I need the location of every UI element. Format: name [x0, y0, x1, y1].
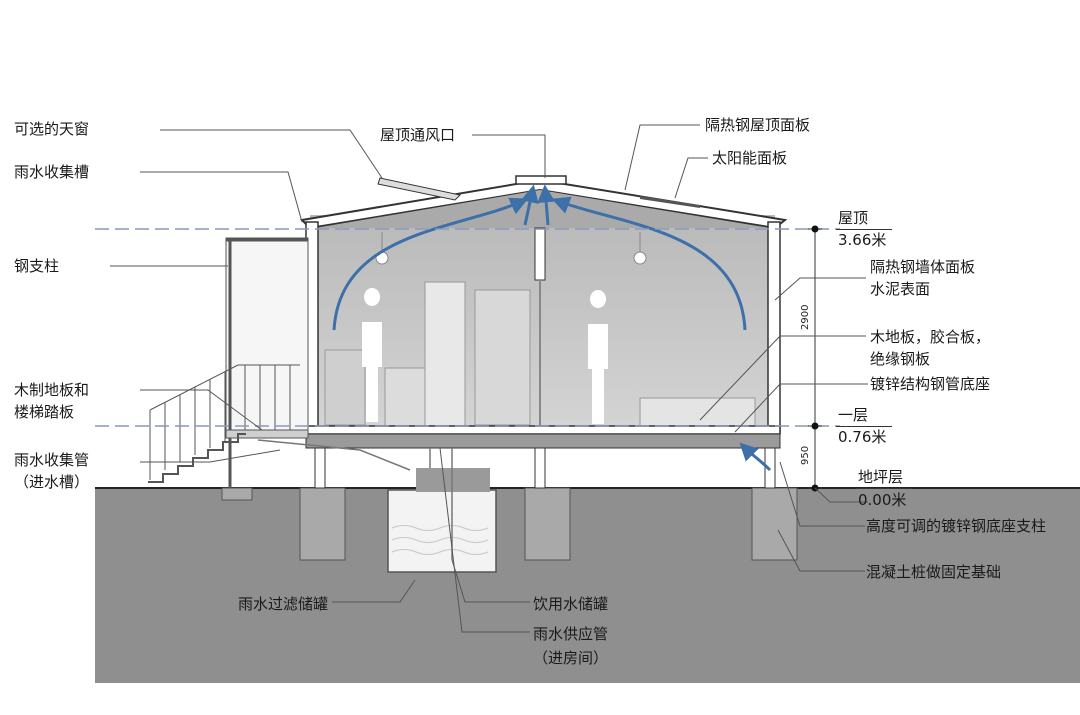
level-floor-value: 0.76米: [838, 428, 887, 446]
label-floor-layers-2: 绝缘钢板: [870, 350, 931, 368]
right-wall: [767, 221, 781, 433]
label-wall-panel-1: 隔热钢墙体面板: [870, 258, 976, 276]
label-wood-floor-2: 楼梯踏板: [14, 403, 75, 421]
floor-slab: [305, 425, 781, 435]
label-adjust-post: 高度可调的镀锌钢底座支柱: [866, 517, 1047, 535]
label-solar-panel: 太阳能面板: [712, 149, 788, 167]
label-supply-pipe-2: （进房间）: [533, 649, 609, 667]
level-roof-name: 屋顶: [838, 209, 869, 227]
leader-lines: [110, 124, 868, 633]
label-supply-pipe-1: 雨水供应管: [533, 625, 609, 643]
airflow-arrows: [332, 184, 772, 472]
label-concrete-pile: 混凝土桩做固定基础: [866, 563, 1002, 581]
label-filter-tank: 雨水过滤储罐: [238, 595, 329, 613]
level-ground-value: 0.00米: [858, 491, 907, 509]
porch: [225, 237, 309, 488]
middle-wall: [534, 227, 546, 281]
roof-vent: [515, 175, 567, 185]
ground-soil: [95, 488, 1080, 683]
label-galv-base: 镀锌结构钢管底座: [870, 375, 991, 393]
label-drinking-tank: 饮用水储罐: [533, 595, 609, 613]
stair: [148, 364, 246, 483]
level-roof-value: 3.66米: [838, 231, 887, 249]
label-rain-pipe-1: 雨水收集管: [14, 451, 90, 469]
label-floor-layers-1: 木地板，胶合板，: [870, 328, 991, 346]
floor-base: [305, 433, 781, 449]
label-wall-panel-2: 水泥表面: [870, 280, 931, 298]
concrete-piles: [221, 487, 798, 561]
label-roof-vent: 屋顶通风口: [380, 126, 456, 144]
level-ground-name: 地坪层: [858, 468, 904, 486]
level-floor-name: 一层: [838, 406, 869, 424]
solar-panel: [640, 196, 700, 208]
base-posts: [314, 447, 776, 489]
label-wood-floor-1: 木制地板和: [14, 381, 90, 399]
level-ground-underline: [856, 488, 912, 489]
label-steel-column: 钢支柱: [14, 257, 60, 275]
water-pipes: [257, 439, 453, 560]
label-rain-pipe-2: （进水槽）: [14, 473, 90, 491]
filter-tank: [387, 489, 497, 573]
level-floor-underline: [836, 426, 892, 427]
label-roof-panel: 隔热钢屋顶面板: [705, 116, 811, 134]
label-skylight: 可选的天窗: [14, 120, 90, 138]
tank-top: [416, 468, 490, 492]
person-right: [588, 290, 608, 424]
skylight: [377, 177, 462, 201]
level-roof-underline: [836, 229, 892, 230]
person-left: [362, 288, 382, 422]
label-gutter: 雨水收集槽: [14, 163, 90, 181]
level-lines: [95, 228, 840, 427]
dimension-upper: 2900: [800, 305, 811, 330]
kitchen-fixtures: [324, 281, 756, 428]
dimension-lower: 950: [800, 446, 811, 465]
